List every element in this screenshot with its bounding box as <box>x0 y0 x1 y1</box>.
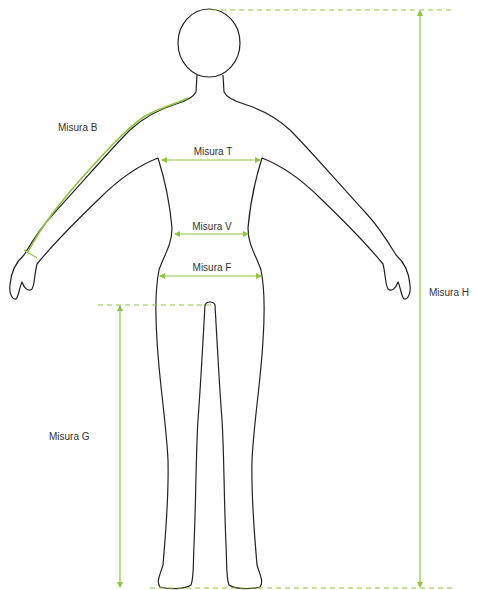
measure-label: Misura H <box>428 287 470 299</box>
measure-label: Misura G <box>48 431 91 443</box>
measure-label: Misura V <box>191 221 232 233</box>
measure-lines <box>24 10 452 588</box>
measure-label: Misura T <box>193 146 234 158</box>
measure-label: Misura F <box>192 262 233 274</box>
measure-label: Misura B <box>57 122 98 134</box>
body-outline <box>10 9 410 589</box>
